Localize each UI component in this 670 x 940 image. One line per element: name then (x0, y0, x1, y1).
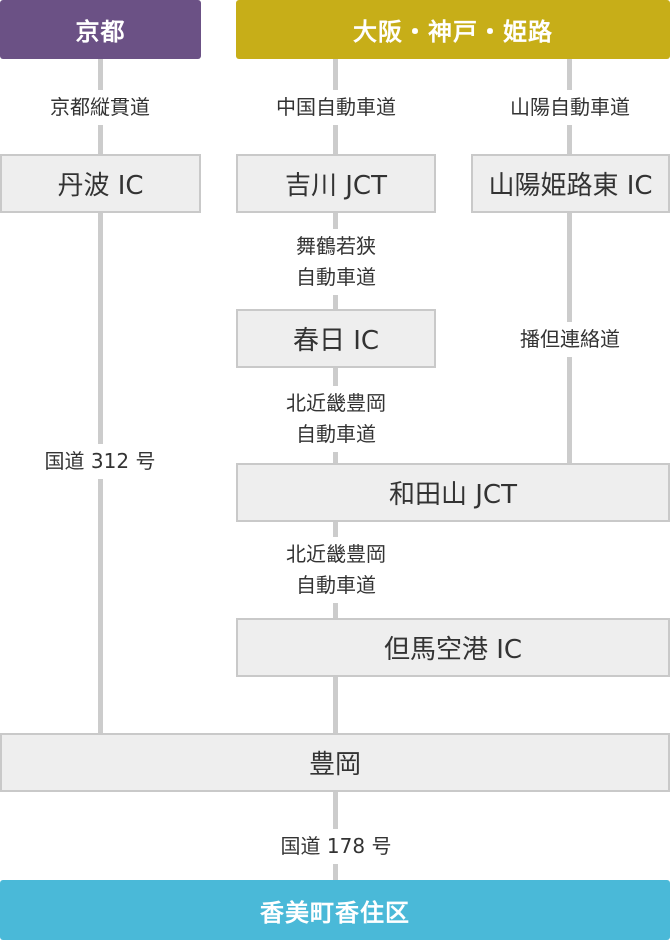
road-label-kitakinki-1: 北近畿豊岡 自動車道 (282, 386, 390, 452)
node-yokawa-jct: 吉川 JCT (236, 154, 436, 213)
road-label-chugoku: 中国自動車道 (272, 90, 400, 125)
destination-kami-kasumi: 香美町香住区 (0, 880, 670, 940)
header-kyoto: 京都 (0, 0, 201, 59)
road-label-kokudo-312: 国道 312 号 (40, 444, 160, 479)
node-wadayama-jct: 和田山 JCT (236, 463, 670, 522)
connector-kyoto (98, 59, 103, 735)
road-label-bantan: 播但連絡道 (516, 322, 624, 357)
node-tamba-ic: 丹波 IC (0, 154, 201, 213)
road-label-kokudo-178: 国道 178 号 (276, 829, 396, 864)
road-label-sanyo: 山陽自動車道 (506, 90, 634, 125)
node-tajima-airport-ic: 但馬空港 IC (236, 618, 670, 677)
header-osaka-kobe-himeji: 大阪・神戸・姫路 (236, 0, 670, 59)
connector-sanyo (567, 59, 572, 464)
road-label-kyoto-jukan: 京都縦貫道 (46, 90, 154, 125)
node-toyooka: 豊岡 (0, 733, 670, 792)
road-label-maizuru: 舞鶴若狭 自動車道 (292, 229, 380, 295)
node-kasuga-ic: 春日 IC (236, 309, 436, 368)
node-sanyo-himeji-higashi-ic: 山陽姫路東 IC (471, 154, 670, 213)
road-label-kitakinki-2: 北近畿豊岡 自動車道 (282, 537, 390, 603)
